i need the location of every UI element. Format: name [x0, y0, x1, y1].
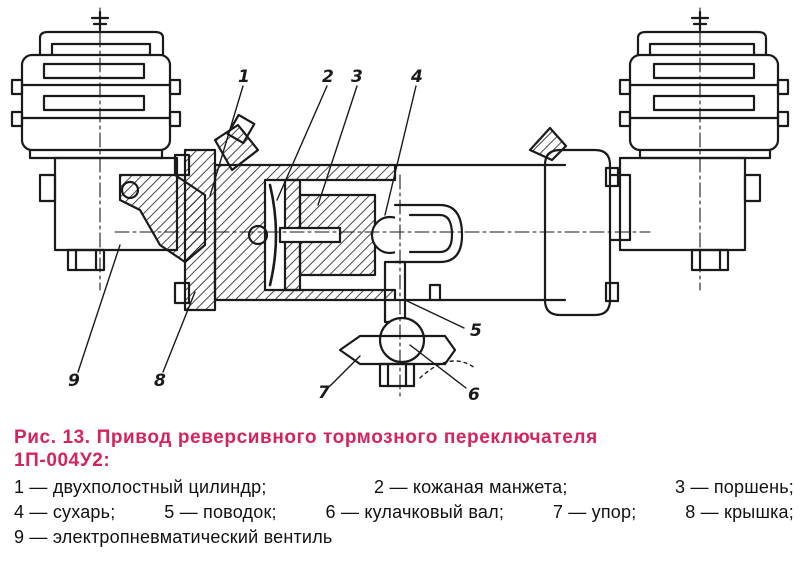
callout-4: 4 [410, 67, 423, 87]
left-cover [118, 113, 260, 312]
legend-item: 5 — поводок; [164, 502, 277, 522]
caption-title-line-2: 1П-004У2: [14, 450, 111, 471]
callout-5: 5 [470, 321, 482, 341]
legend-item: 8 — крышка; [685, 502, 794, 522]
legend-item: 4 — сухарь; [14, 502, 116, 522]
two-cavity-cylinder [213, 126, 632, 317]
brake-switch-drive-drawing: 1 2 3 4 5 6 7 8 9 [10, 7, 790, 405]
callout-2: 2 [322, 67, 334, 87]
lever-and-camshaft [338, 203, 476, 388]
callout-9: 9 [68, 371, 80, 391]
parts-legend: 1 — двухполостный цилиндр; 2 — кожаная м… [14, 475, 794, 550]
legend-item: 9 — электропневматический вентиль [14, 527, 333, 547]
legend-item: 7 — упор; [552, 502, 637, 522]
left-electropneumatic-valve [10, 10, 182, 272]
center-lines [99, 7, 701, 397]
legend-item: 2 — кожаная манжета; [374, 477, 568, 497]
right-electropneumatic-valve [618, 10, 790, 272]
caption-title-line-1: Рис. 13. Привод реверсивного тормозного … [14, 427, 598, 448]
legend-row: 4 — сухарь; 5 — поводок; 6 — кулачковый … [14, 500, 794, 525]
legend-item: 3 — поршень; [675, 477, 794, 497]
callout-7: 7 [318, 383, 330, 403]
callout-6: 6 [468, 385, 480, 405]
legend-row: 9 — электропневматический вентиль [14, 525, 794, 550]
legend-item: 6 — кулачковый вал; [325, 502, 505, 522]
leader-lines [77, 85, 467, 389]
callout-1: 1 [238, 67, 250, 87]
legend-item: 1 — двухполостный цилиндр; [14, 477, 267, 497]
callout-8: 8 [154, 371, 166, 391]
callout-3: 3 [351, 67, 363, 87]
figure-caption: Рис. 13. Привод реверсивного тормозного … [14, 426, 794, 550]
callout-labels: 1 2 3 4 5 6 7 8 9 [68, 67, 482, 405]
legend-row: 1 — двухполостный цилиндр; 2 — кожаная м… [14, 475, 794, 500]
